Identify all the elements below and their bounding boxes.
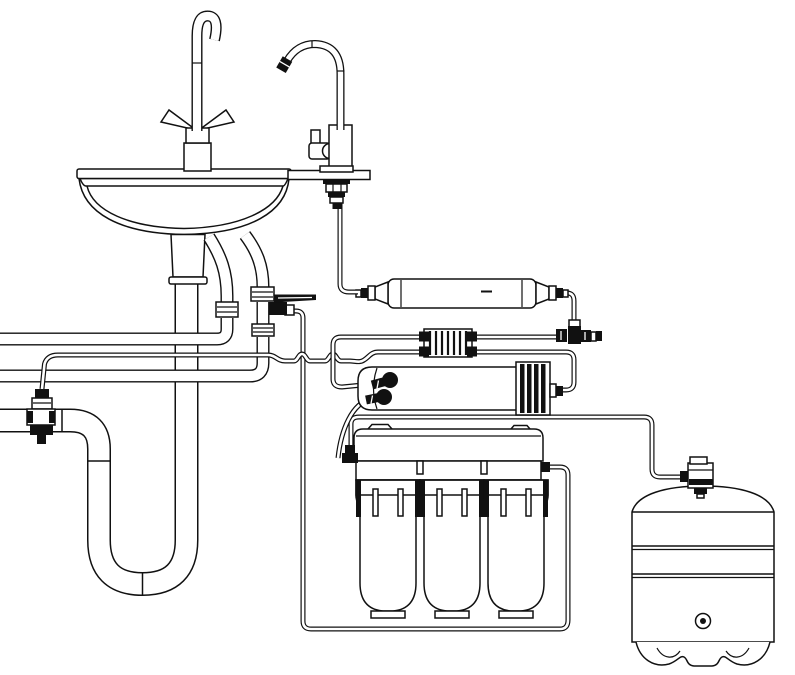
faucet-column bbox=[183, 142, 212, 172]
membrane-elbow-bottom bbox=[376, 389, 392, 405]
faucet-handle-right bbox=[198, 108, 236, 131]
unit-manifold bbox=[355, 460, 542, 481]
tee-body bbox=[568, 326, 581, 344]
ro-faucet-locknut bbox=[325, 183, 348, 193]
unit-outlet-fitting bbox=[541, 462, 550, 472]
sink-bowl-inner-line bbox=[86, 185, 284, 230]
tee-top-collar bbox=[568, 319, 581, 328]
ro-faucet-nut bbox=[328, 192, 345, 197]
tank-valve-inlet bbox=[680, 471, 688, 482]
saddle-bolt bbox=[27, 411, 33, 423]
sink-rim-ledge bbox=[79, 178, 289, 187]
faucet-handle-left bbox=[159, 108, 197, 131]
manifold-nipple bbox=[416, 460, 424, 475]
three-stage-unit bbox=[342, 423, 550, 619]
tank-air-port-center bbox=[700, 618, 706, 624]
lever-highlight bbox=[277, 296, 313, 299]
filter-housing-3 bbox=[483, 479, 549, 619]
post-filter-body bbox=[387, 278, 537, 309]
supply-pipes bbox=[0, 235, 275, 376]
flow-restrictor bbox=[419, 328, 477, 358]
filter-housing-2 bbox=[419, 479, 485, 619]
tee-cap bbox=[596, 331, 602, 341]
ro-faucet-body bbox=[328, 124, 353, 169]
saddle-tube-nut bbox=[35, 389, 49, 398]
unit-inlet-nut bbox=[345, 445, 355, 454]
cap-rib bbox=[534, 364, 539, 413]
fitting-nut bbox=[556, 288, 563, 298]
tank-valve-stem bbox=[694, 488, 707, 494]
stub-band bbox=[370, 395, 374, 404]
ro-faucet-tube-fitting bbox=[332, 203, 343, 209]
stub-band bbox=[376, 380, 380, 389]
tank-valve-band bbox=[689, 479, 713, 485]
riser-nut bbox=[215, 301, 239, 318]
feed-valve bbox=[269, 294, 316, 316]
cap-rib bbox=[527, 364, 532, 413]
tee-nut-right bbox=[581, 330, 591, 342]
feed-valve-body bbox=[269, 302, 287, 315]
restrictor-nut bbox=[467, 331, 477, 342]
ro-faucet-spout-tip bbox=[276, 56, 293, 73]
saddle-bolt bbox=[49, 411, 55, 423]
p-trap-drain bbox=[0, 284, 187, 596]
tank-valve-stem-collar bbox=[696, 493, 705, 499]
drain-saddle bbox=[26, 389, 56, 444]
membrane-outlet-collar bbox=[549, 383, 557, 398]
fitting-collar bbox=[548, 285, 557, 301]
fitting-ferrule bbox=[562, 289, 569, 298]
riser-nut bbox=[251, 323, 275, 337]
restrictor-nut bbox=[419, 346, 429, 357]
restrictor-nut bbox=[419, 331, 429, 342]
ro-faucet bbox=[276, 41, 354, 209]
fitting-nut bbox=[361, 288, 368, 298]
ro-faucet-escutcheon bbox=[319, 165, 354, 173]
tank-skirt bbox=[635, 641, 771, 667]
saddle-lower-clamp bbox=[30, 425, 53, 435]
membrane-outlet-fitting bbox=[556, 386, 563, 396]
tank-valve-cap bbox=[689, 456, 708, 465]
cap-rib bbox=[541, 364, 546, 413]
tailpiece-flange bbox=[168, 276, 208, 285]
storage-tank bbox=[631, 456, 775, 667]
membrane-body bbox=[357, 366, 518, 411]
feed-valve-lever bbox=[274, 294, 316, 303]
ro-faucet-ferrule bbox=[329, 196, 344, 204]
ro-membrane bbox=[357, 361, 563, 416]
restrictor-nut bbox=[467, 346, 477, 357]
ro-faucet-washer bbox=[323, 179, 350, 184]
membrane-elbow-top bbox=[382, 372, 398, 388]
tank-skirt-scallops bbox=[656, 647, 750, 658]
filter-housing-1 bbox=[355, 479, 421, 619]
cover-bosses bbox=[367, 423, 531, 430]
unit-cover bbox=[353, 428, 544, 462]
cap-rib bbox=[520, 364, 525, 413]
riser-nut bbox=[250, 286, 275, 302]
tank-valve bbox=[680, 456, 714, 499]
main-faucet bbox=[159, 16, 236, 172]
tee-cap-collar bbox=[590, 331, 597, 342]
unit-inlet-elbow bbox=[342, 453, 358, 463]
manifold-nipple bbox=[480, 460, 488, 475]
post-filter bbox=[355, 278, 569, 309]
sink-pedestal bbox=[170, 233, 206, 278]
fitting-collar bbox=[367, 285, 376, 301]
saddle-stem bbox=[37, 435, 46, 444]
tee-fitting bbox=[556, 293, 602, 344]
restrictor-ribs bbox=[428, 331, 468, 355]
kitchen-sink bbox=[76, 168, 292, 285]
